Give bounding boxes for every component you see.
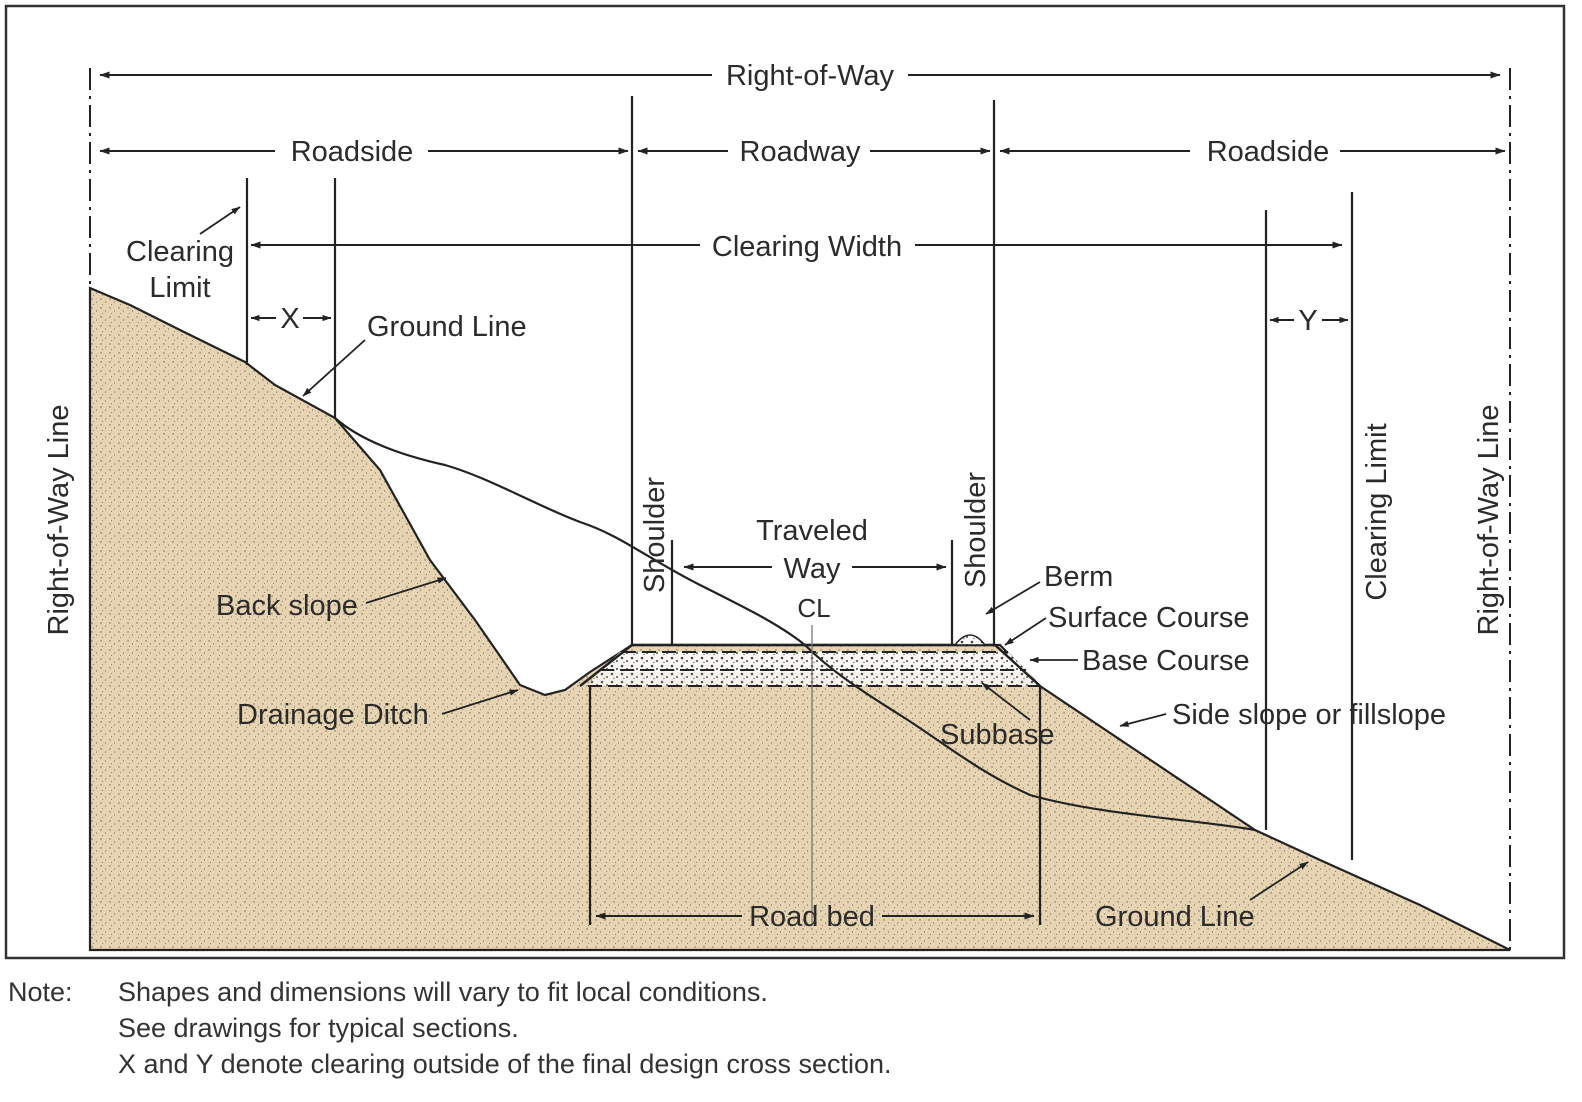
- label-clearing-width: Clearing Width: [712, 231, 902, 263]
- note-row-3: X and Y denote clearing outside of the f…: [8, 1046, 1568, 1082]
- base-course-layer: [598, 652, 1028, 672]
- note-line: X and Y denote clearing outside of the f…: [118, 1049, 892, 1079]
- label-y: Y: [1298, 305, 1317, 337]
- label-roadway: Roadway: [740, 136, 861, 168]
- berm-shape: [953, 634, 987, 646]
- label-traveled: Traveled: [756, 515, 868, 547]
- label-x: X: [280, 303, 299, 335]
- label-right-of-way: Right-of-Way: [726, 60, 895, 92]
- label-row-line-left: Right-of-Way Line: [43, 404, 75, 635]
- notes-block: Note: Shapes and dimensions will vary to…: [8, 974, 1568, 1082]
- note-row-1: Note: Shapes and dimensions will vary to…: [8, 974, 1568, 1010]
- original-ground-line: [334, 417, 1256, 832]
- label-clearing-limit-left-line2: Limit: [149, 272, 210, 304]
- label-shoulder-left: Shoulder: [639, 477, 671, 593]
- label-base-course: Base Course: [1082, 645, 1250, 677]
- label-drainage-ditch: Drainage Ditch: [237, 699, 429, 731]
- label-clearing-limit-left-line1: Clearing: [126, 236, 234, 268]
- label-berm: Berm: [1044, 561, 1113, 593]
- note-line: Shapes and dimensions will vary to fit l…: [118, 977, 768, 1007]
- note-line: See drawings for typical sections.: [118, 1013, 519, 1043]
- road-surface-outline: [579, 643, 1041, 687]
- soil-region: [88, 286, 1511, 952]
- label-shoulder-right: Shoulder: [960, 472, 992, 588]
- label-clearing-limit-right: Clearing Limit: [1361, 423, 1393, 600]
- label-road-bed: Road bed: [749, 901, 875, 933]
- label-way: Way: [784, 553, 841, 585]
- label-surface-course: Surface Course: [1048, 602, 1250, 634]
- note-heading: Note:: [8, 977, 73, 1007]
- note-row-2: See drawings for typical sections.: [8, 1010, 1568, 1046]
- label-row-line-right: Right-of-Way Line: [1473, 404, 1505, 635]
- subbase-layer: [588, 672, 1040, 686]
- roadway-cross-section-diagram: Right-of-Way Roadside Roadway Roadside C…: [4, 4, 1566, 960]
- label-side-slope: Side slope or fillslope: [1172, 699, 1446, 731]
- label-roadside-left: Roadside: [291, 136, 414, 168]
- label-centerline: CL: [797, 593, 830, 623]
- label-roadside-right: Roadside: [1207, 136, 1330, 168]
- label-subbase: Subbase: [940, 719, 1055, 751]
- label-ground-line-top: Ground Line: [367, 311, 527, 343]
- label-ground-line-bottom: Ground Line: [1095, 901, 1255, 933]
- label-back-slope: Back slope: [216, 590, 358, 622]
